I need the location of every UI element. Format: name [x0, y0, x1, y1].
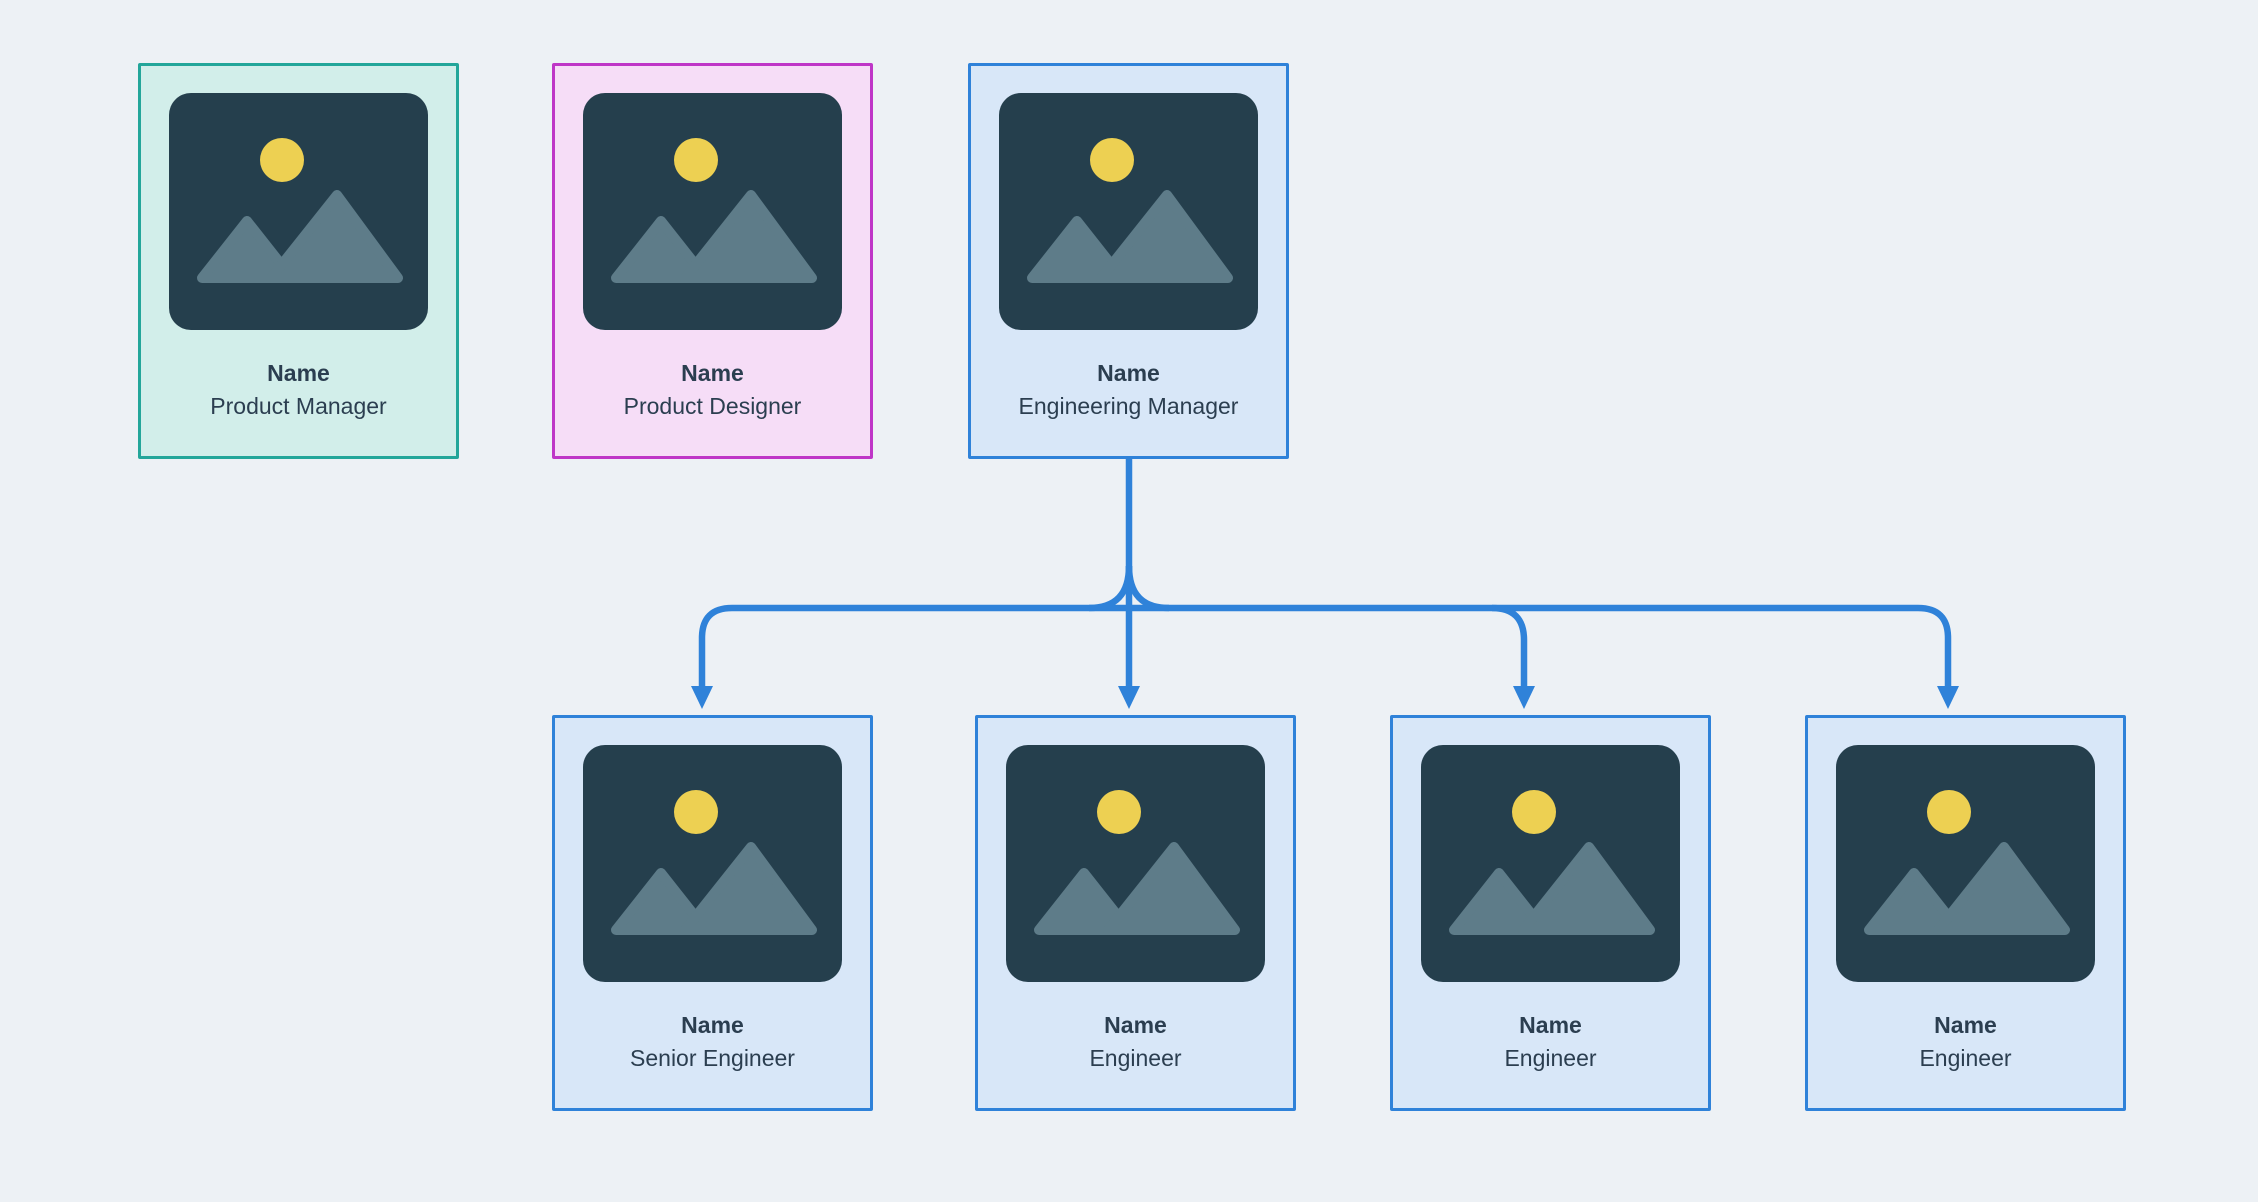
member-role: Engineer: [1504, 1045, 1597, 1071]
photo-placeholder-icon: [999, 93, 1258, 330]
connector-fillet-left[interactable]: [1088, 565, 1133, 612]
mountains-icon: [611, 190, 817, 283]
photo-frame: [169, 93, 428, 330]
connector-fillet-right[interactable]: [1125, 565, 1170, 612]
photo-placeholder: [583, 745, 842, 982]
member-name: Name: [1097, 360, 1160, 386]
sun-icon: [674, 138, 718, 182]
org-node-engineer-1[interactable]: Name Engineer: [975, 715, 1296, 1111]
sun-icon: [260, 138, 304, 182]
member-role: Product Manager: [210, 393, 387, 419]
photo-placeholder: [583, 93, 842, 330]
org-node-product-designer[interactable]: Name Product Designer: [552, 63, 873, 459]
member-name: Name: [1104, 1012, 1167, 1038]
mountains-icon: [611, 842, 817, 935]
member-role: Engineer: [1919, 1045, 2012, 1071]
org-node-engineer-2[interactable]: Name Engineer: [1390, 715, 1711, 1111]
arrowhead-engineer-3[interactable]: [1937, 686, 1959, 709]
connector-branch-engineer-2[interactable]: [1491, 604, 1528, 688]
photo-placeholder-icon: [1836, 745, 2095, 982]
org-node-product-manager[interactable]: Name Product Manager: [138, 63, 459, 459]
photo-frame: [999, 93, 1258, 330]
org-node-senior-engineer[interactable]: Name Senior Engineer: [552, 715, 873, 1111]
member-name: Name: [681, 1012, 744, 1038]
photo-placeholder-icon: [1421, 745, 1680, 982]
member-name: Name: [267, 360, 330, 386]
org-node-engineer-3[interactable]: Name Engineer: [1805, 715, 2126, 1111]
photo-placeholder-icon: [583, 93, 842, 330]
mountains-icon: [1864, 842, 2070, 935]
photo-placeholder: [1421, 745, 1680, 982]
member-role: Senior Engineer: [630, 1045, 795, 1071]
member-role: Product Designer: [623, 393, 802, 419]
photo-placeholder: [1006, 745, 1265, 982]
photo-placeholder-icon: [1006, 745, 1265, 982]
mountains-icon: [1449, 842, 1655, 935]
member-name: Name: [1934, 1012, 1997, 1038]
photo-frame: [1421, 745, 1680, 982]
member-name: Name: [681, 360, 744, 386]
sun-icon: [1090, 138, 1134, 182]
photo-placeholder: [169, 93, 428, 330]
connector-engineering-manager-to-reports[interactable]: [691, 458, 1959, 709]
sun-icon: [1512, 790, 1556, 834]
arrowhead-engineer-1[interactable]: [1118, 686, 1140, 709]
member-role: Engineering Manager: [1018, 393, 1239, 419]
arrowhead-engineer-2[interactable]: [1513, 686, 1535, 709]
sun-icon: [674, 790, 718, 834]
photo-frame: [1006, 745, 1265, 982]
photo-placeholder: [1836, 745, 2095, 982]
photo-frame: [583, 93, 842, 330]
arrowhead-senior-engineer[interactable]: [691, 686, 713, 709]
org-node-engineering-manager[interactable]: Name Engineering Manager: [968, 63, 1289, 459]
photo-frame: [583, 745, 842, 982]
mountains-icon: [1034, 842, 1240, 935]
member-role: Engineer: [1089, 1045, 1182, 1071]
mountains-icon: [197, 190, 403, 283]
photo-placeholder-icon: [169, 93, 428, 330]
mountains-icon: [1027, 190, 1233, 283]
member-name: Name: [1519, 1012, 1582, 1038]
photo-frame: [1836, 745, 2095, 982]
photo-placeholder: [999, 93, 1258, 330]
connector-rail[interactable]: [698, 604, 1952, 688]
sun-icon: [1927, 790, 1971, 834]
sun-icon: [1097, 790, 1141, 834]
photo-placeholder-icon: [583, 745, 842, 982]
